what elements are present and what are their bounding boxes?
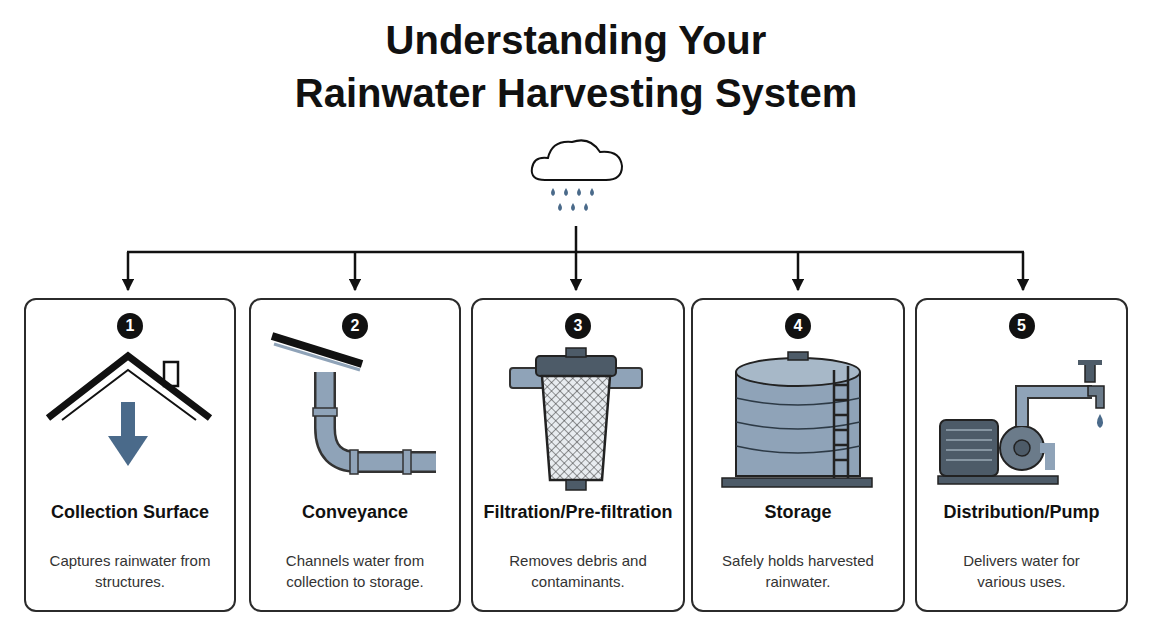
step-description: Safely holds harvested rainwater.	[715, 550, 881, 592]
step-description: Delivers water for various uses.	[939, 550, 1104, 592]
step-description: Captures rainwater from structures.	[48, 550, 212, 592]
cloud-icon	[532, 140, 622, 211]
step-box: 2ConveyanceChannels water from collectio…	[249, 298, 461, 612]
step-box: 4StorageSafely holds harvested rainwater…	[691, 298, 905, 612]
diagram-title: Understanding Your Rainwater Harvesting …	[288, 14, 864, 120]
step-box: 5Distribution/PumpDelivers water for var…	[915, 298, 1128, 612]
step-description: Removes debris and contaminants.	[495, 550, 661, 592]
pump-icon	[938, 360, 1104, 484]
house-icon	[48, 356, 210, 466]
step-heading: Distribution/Pump	[917, 502, 1126, 523]
filter-icon	[510, 348, 642, 490]
step-number: 5	[1009, 313, 1035, 339]
step-heading: Collection Surface	[26, 502, 234, 523]
step-heading: Storage	[693, 502, 903, 523]
distribution-arrows	[127, 226, 1024, 290]
step-box: 3Filtration/Pre-filtrationRemoves debris…	[471, 298, 685, 612]
step-number: 2	[342, 313, 368, 339]
step-number: 3	[565, 313, 591, 339]
step-box: 1Collection SurfaceCaptures rainwater fr…	[24, 298, 236, 612]
tank-icon	[722, 352, 872, 487]
step-number: 1	[117, 313, 143, 339]
step-number: 4	[785, 313, 811, 339]
step-heading: Filtration/Pre-filtration	[473, 502, 683, 523]
step-heading: Conveyance	[251, 502, 459, 523]
pipe-icon	[272, 336, 436, 474]
step-description: Channels water from collection to storag…	[273, 550, 437, 592]
